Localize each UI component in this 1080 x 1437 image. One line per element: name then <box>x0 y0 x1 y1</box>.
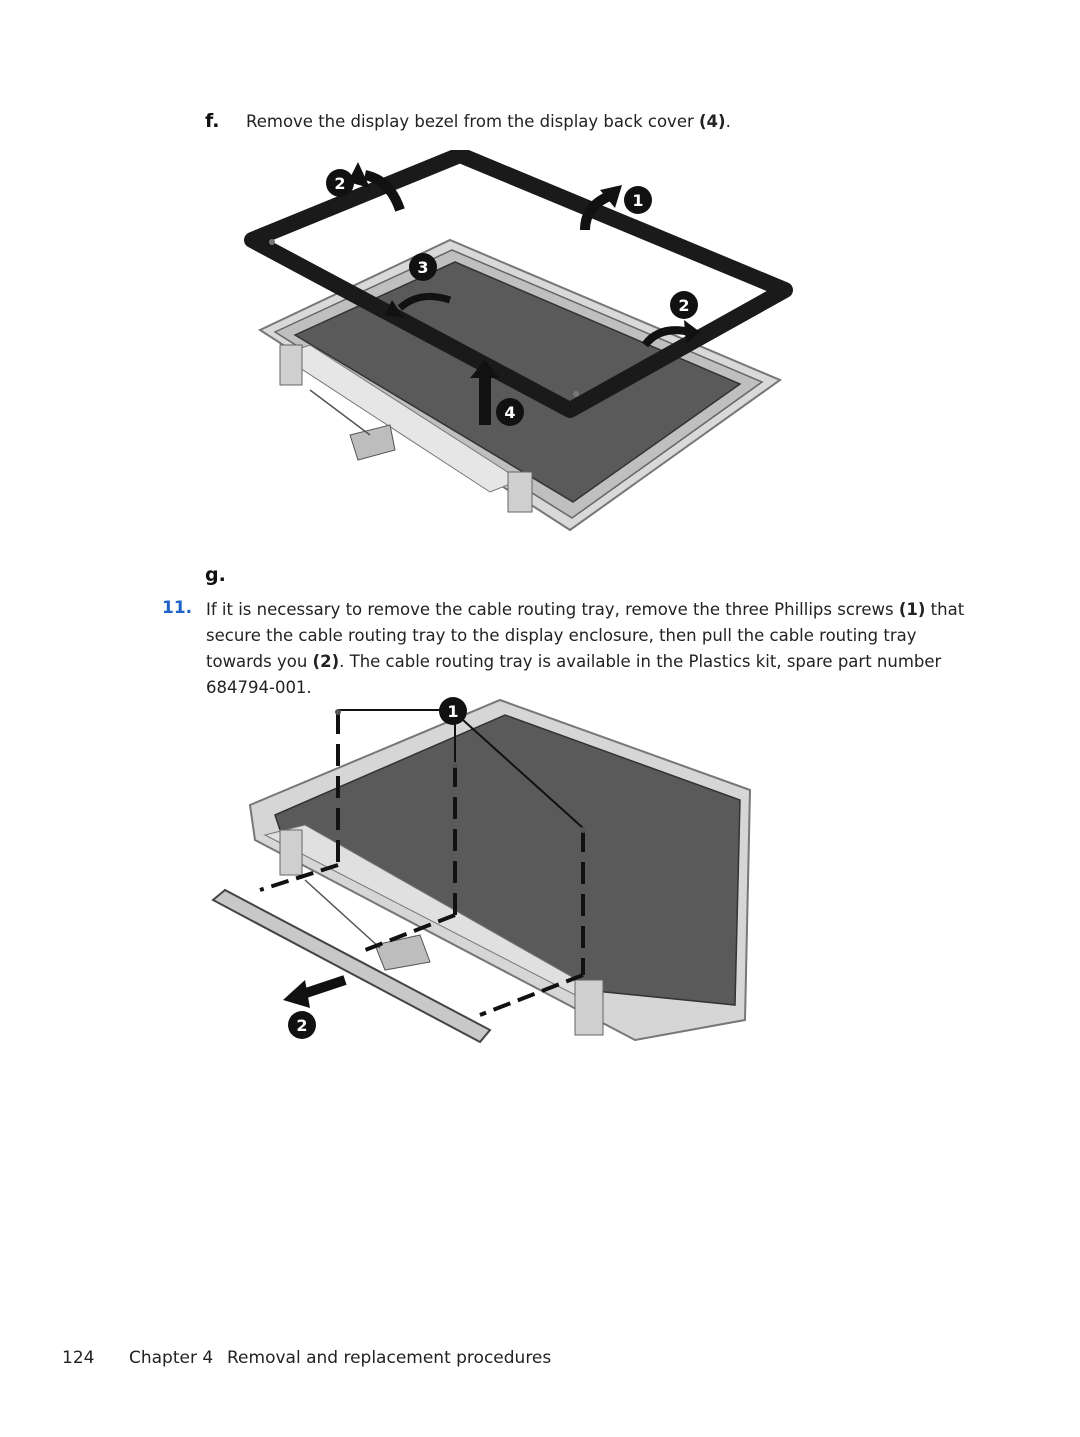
callout-2-right: 2 <box>670 291 698 319</box>
callout-3: 3 <box>409 253 437 281</box>
step-11-text-part2: that secure the cable routing tray to th… <box>206 600 965 671</box>
step-11-text-part3: . The cable routing tray is available in… <box>206 652 942 697</box>
step-f-text: Remove the display bezel from the displa… <box>246 109 731 135</box>
step-11-callout-2: (2) <box>312 652 340 671</box>
step-f-text-main: Remove the display bezel from the displa… <box>246 112 699 131</box>
step-11-text-part1: If it is necessary to remove the cable r… <box>206 600 899 619</box>
svg-text:2: 2 <box>678 296 689 315</box>
step-f-callout: (4) <box>699 112 726 131</box>
svg-text:1: 1 <box>447 702 458 721</box>
svg-text:3: 3 <box>417 258 428 277</box>
callout-2-top-left: 2 <box>326 169 354 197</box>
cable-tray-removal-illustration: 1 2 <box>211 697 752 1044</box>
chapter-label: Chapter 4 <box>129 1348 214 1368</box>
bezel-removal-illustration: 2 1 3 2 4 <box>244 150 793 532</box>
callout-1-screws: 1 <box>439 697 467 725</box>
svg-text:4: 4 <box>504 403 515 422</box>
page-number: 124 <box>62 1348 95 1368</box>
step-11-text: If it is necessary to remove the cable r… <box>206 597 976 701</box>
step-f-letter: f. <box>205 110 220 132</box>
step-11-number: 11. <box>162 598 193 618</box>
callout-2-pull: 2 <box>288 1011 316 1039</box>
svg-text:2: 2 <box>334 174 345 193</box>
chapter-title: Removal and replacement procedures <box>227 1348 552 1368</box>
callout-1: 1 <box>624 186 652 214</box>
step-f-text-end: . <box>725 112 731 131</box>
step-11-callout-1: (1) <box>898 600 926 619</box>
svg-text:1: 1 <box>632 191 643 210</box>
callout-4: 4 <box>496 398 524 426</box>
step-g-letter: g. <box>205 564 226 586</box>
svg-text:2: 2 <box>296 1016 307 1035</box>
